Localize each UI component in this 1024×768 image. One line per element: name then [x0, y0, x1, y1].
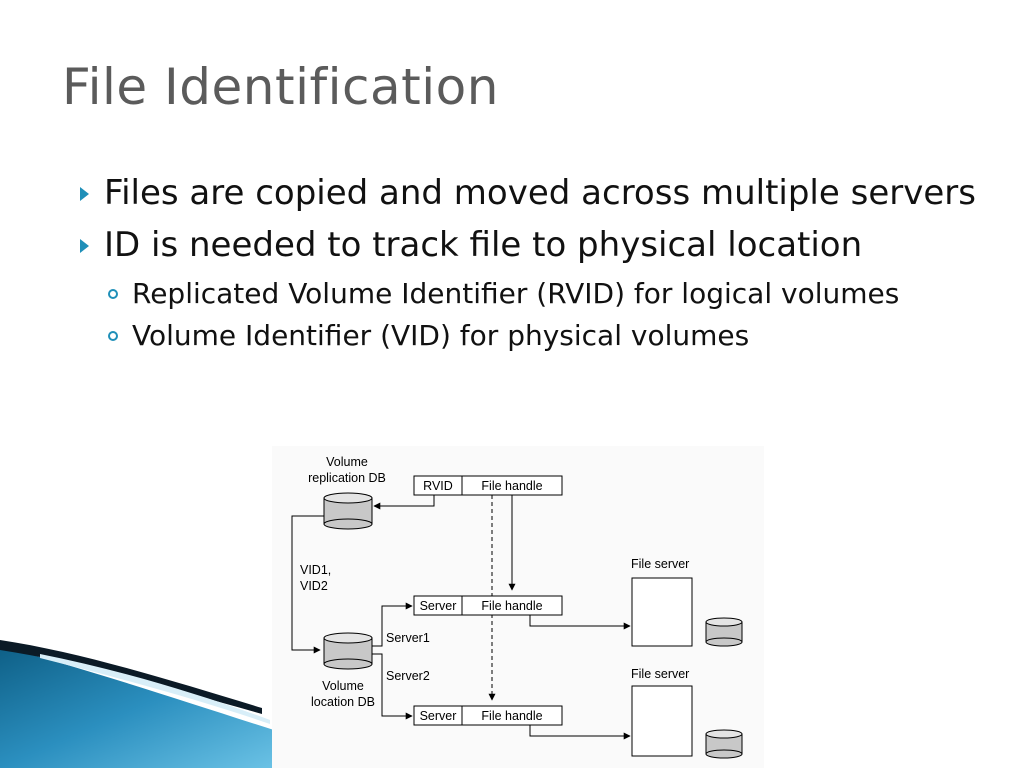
- location-db-label-line1: Volume: [322, 679, 364, 693]
- location-db-cylinder: [323, 632, 373, 670]
- swoosh-light-band: [40, 654, 270, 724]
- sub-bullet-item: Volume Identifier (VID) for physical vol…: [80, 316, 980, 356]
- server-field: Server: [420, 709, 457, 723]
- replication-db-label-line1: Volume: [326, 455, 368, 469]
- rvid-record: RVID File handle: [413, 475, 563, 496]
- file-identification-diagram: Volume replication DB RVID File handle V…: [272, 446, 764, 768]
- triangle-bullet-icon: [80, 239, 89, 253]
- bullet-text: Files are copied and moved across multip…: [104, 173, 976, 213]
- server-record-2: Server File handle: [413, 705, 563, 726]
- sub-bullet-text: Replicated Volume Identifier (RVID) for …: [132, 277, 900, 310]
- rvid-field: RVID: [423, 479, 453, 493]
- to-file-server-1-arrow: [529, 615, 631, 630]
- file-handle-field: File handle: [481, 479, 542, 493]
- vid-connector: [291, 515, 324, 654]
- vid-label-line2: VID2: [300, 579, 328, 593]
- slide-title: File Identification: [62, 58, 499, 116]
- bullet-item: ID is needed to track file to physical l…: [80, 222, 980, 268]
- file-server-box-1: [631, 577, 693, 647]
- file-server-disk-2: [705, 729, 743, 759]
- server1-arrow: [372, 602, 413, 647]
- file-server-box-2: [631, 685, 693, 757]
- triangle-bullet-icon: [80, 187, 89, 201]
- file-server-label-1: File server: [631, 557, 689, 571]
- server-record-1: Server File handle: [413, 595, 563, 616]
- bullet-list: Files are copied and moved across multip…: [80, 170, 980, 358]
- vid-label-line1: VID1,: [300, 563, 331, 577]
- sub-bullet-text: Volume Identifier (VID) for physical vol…: [132, 319, 750, 352]
- circle-bullet-icon: [108, 331, 118, 341]
- sub-bullet-item: Replicated Volume Identifier (RVID) for …: [80, 274, 980, 314]
- file-server-label-2: File server: [631, 667, 689, 681]
- rvid-to-db-arrow: [373, 495, 435, 510]
- server-field: Server: [420, 599, 457, 613]
- server2-arrow: [372, 653, 413, 720]
- replication-db-label-line2: replication DB: [308, 471, 386, 485]
- bullet-text: ID is needed to track file to physical l…: [104, 225, 863, 265]
- to-file-server-2-arrow: [529, 725, 631, 740]
- swoosh-fill: [0, 646, 280, 768]
- server2-label: Server2: [386, 669, 430, 683]
- server1-label: Server1: [386, 631, 430, 645]
- replication-db-cylinder: [323, 492, 373, 530]
- file-handle-field: File handle: [481, 709, 542, 723]
- location-db-label-line2: location DB: [311, 695, 375, 709]
- file-server-disk-1: [705, 617, 743, 647]
- bullet-item: Files are copied and moved across multip…: [80, 170, 980, 216]
- decorative-swoosh: [0, 640, 280, 768]
- circle-bullet-icon: [108, 289, 118, 299]
- file-handle-field: File handle: [481, 599, 542, 613]
